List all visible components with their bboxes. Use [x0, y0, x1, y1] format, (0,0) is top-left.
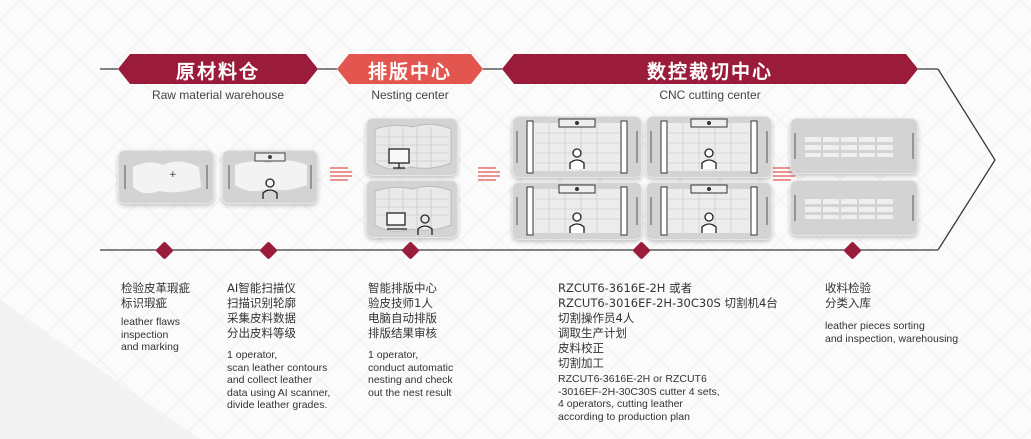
- ribbon-raw-material: [118, 54, 318, 84]
- panel-nesting-operator: [366, 180, 458, 238]
- step-4-zh: RZCUT6-3616E-2H 或者 RZCUT6-3016EF-2H-30C3…: [558, 281, 778, 370]
- panel-sorting-1: [790, 118, 918, 174]
- step-2-zh: AI智能扫描仪 扫描识别轮廓 采集皮料数据 分出皮料等级: [227, 281, 296, 340]
- panel-nesting-computer: [366, 118, 458, 176]
- stage-subtitle-raw-material: Raw material warehouse: [151, 88, 285, 102]
- step-2-en: 1 operator, scan leather contours and co…: [227, 349, 331, 411]
- panel-ai-scanner: [222, 150, 318, 204]
- ribbon-nesting: [337, 54, 483, 84]
- step-4-en: RZCUT6-3616E-2H or RZCUT6 -3016EF-2H-30C…: [558, 373, 720, 423]
- step-5-en: leather pieces sorting and inspection, w…: [825, 320, 959, 345]
- stage-subtitle-nesting: Nesting center: [371, 88, 449, 102]
- ribbon-cnc: [502, 54, 918, 84]
- step-5-zh: 收料检验 分类入库: [825, 281, 871, 310]
- step-3-en: 1 operator, conduct automatic nesting an…: [368, 349, 454, 399]
- step-1-zh: 检验皮革瑕疵 标识瑕疵: [121, 281, 190, 310]
- flow-arrow-icon: [478, 167, 500, 181]
- svg-text:+: +: [169, 170, 177, 180]
- step-1-en: leather flaws inspection and marking: [121, 316, 180, 353]
- panel-leather-inspection: +: [118, 150, 214, 204]
- panel-cnc-cutter-2: [646, 116, 772, 178]
- stage-title-raw-material: 原材料仓: [175, 61, 260, 83]
- panel-sorting-2: [790, 180, 918, 236]
- panel-cnc-cutter-3: [512, 182, 642, 240]
- step-3-zh: 智能排版中心 验皮技师1人 电脑自动排版 排版结果审核: [368, 281, 437, 340]
- stage-title-cnc: 数控裁切中心: [646, 61, 773, 83]
- stage-subtitle-cnc: CNC cutting center: [659, 88, 761, 102]
- stage-title-nesting: 排版中心: [367, 61, 452, 83]
- panel-cnc-cutter-1: [512, 116, 642, 178]
- flow-arrow-icon: [330, 167, 352, 181]
- panel-cnc-cutter-4: [646, 182, 772, 240]
